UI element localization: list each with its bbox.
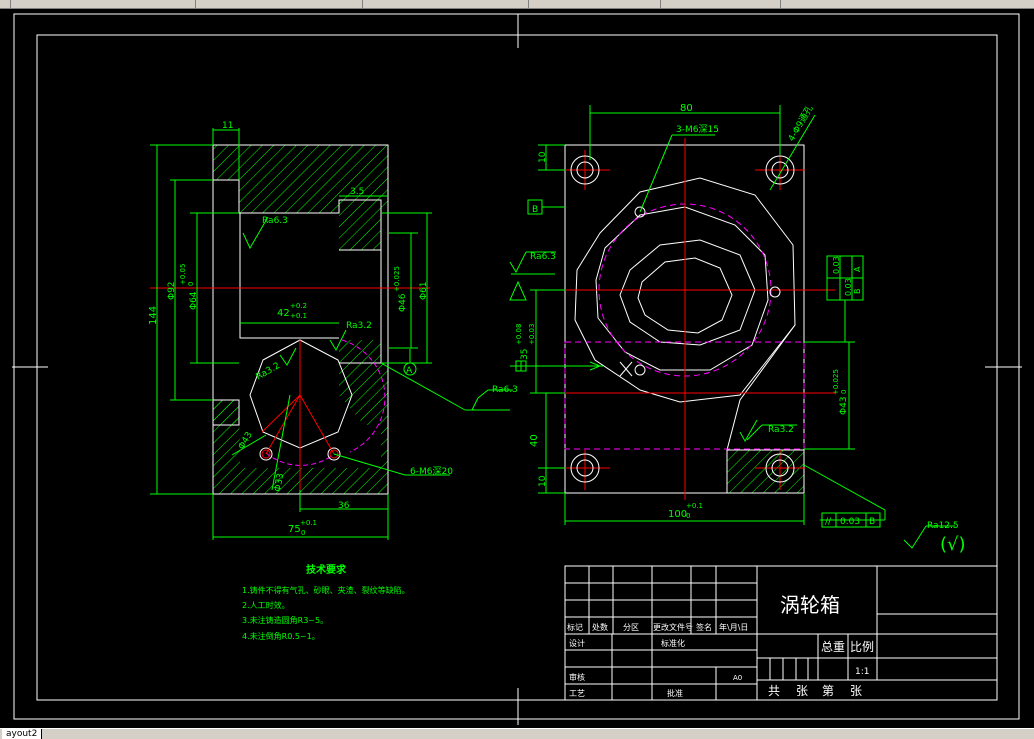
fcf-mid-datum: B	[853, 289, 862, 295]
dim-40: 40	[529, 434, 540, 447]
layout-tab[interactable]: ayout2	[2, 729, 43, 739]
tech-title: 技术要求	[306, 563, 347, 576]
tech-item: 2.人工时效。	[242, 600, 290, 610]
datum-a: A	[406, 366, 413, 376]
dim-3-5: 3.5	[350, 187, 364, 197]
dim-d64: Φ64	[189, 291, 199, 310]
roughness-right-ra32: Ra3.2	[768, 425, 794, 435]
dim-100-up: +0.1	[686, 502, 703, 510]
datum-b: B	[532, 205, 538, 215]
title-row-label: 标记	[567, 622, 583, 632]
total-sheets-label: 共	[768, 684, 780, 698]
dim-10-top: 10	[538, 151, 548, 163]
drawing-canvas[interactable]: 11 3.5 144 Φ92 Φ64 +0.05 0 Φ46 +0.025 Φ6…	[0, 9, 1034, 728]
parallel-symbol: //	[825, 517, 832, 527]
dim-100-dn: 0	[686, 512, 690, 520]
technical-requirements: 技术要求 1.铸件不得有气孔、砂眼、夹渣、裂纹等缺陷。 2.人工时效。 3.未注…	[242, 563, 410, 641]
fcf-mid-value: 0.03	[844, 278, 853, 296]
toolbar-separator	[528, 0, 529, 8]
roughness-right-ra125: Ra12.5	[927, 521, 959, 531]
toolbar-separator	[362, 0, 363, 8]
title-row-label: 分区	[623, 623, 639, 632]
right-front-view	[530, 138, 835, 500]
roughness-ra32-a: Ra3.2	[346, 321, 372, 331]
tech-item: 4.未注倒角R0.5~1。	[242, 631, 320, 641]
dim-42-dn: +0.1	[290, 312, 307, 320]
title-row-label: 更改文件号	[653, 622, 693, 632]
dim-35-up: +0.08	[515, 324, 523, 345]
dim-d43-right: Φ43	[839, 396, 849, 415]
fcf-top-value: 0.03	[832, 256, 841, 274]
title-block-text: 涡轮箱 标记 处数 分区 更改文件号 签名 年\月\日 设计 标准化 审核 工艺…	[567, 593, 874, 698]
sheet-mark: A0	[733, 674, 742, 682]
dim-d46-tol: +0.025	[393, 266, 401, 292]
dim-d43-dn: 0	[840, 390, 848, 394]
dim-d46: Φ46	[398, 293, 408, 312]
toolbar-separator	[660, 0, 661, 8]
dim-36: 36	[338, 501, 350, 511]
toolbar-separator	[10, 0, 11, 8]
dim-42-up: +0.2	[290, 302, 307, 310]
review-label: 审核	[569, 672, 585, 682]
right-dimensions	[509, 105, 955, 549]
dim-11: 11	[222, 121, 233, 131]
sheet-label-2: 张	[850, 684, 862, 698]
sheet-label: 张	[796, 684, 808, 698]
toolbar-separator	[780, 0, 781, 8]
dim-35: 35	[520, 349, 530, 360]
approve-label: 批准	[667, 688, 683, 698]
dim-d64-tol0: 0	[187, 282, 195, 286]
dim-d64-tol: +0.05	[179, 264, 187, 285]
sheet-number-label: 第	[822, 684, 834, 698]
dim-100: 100	[668, 509, 687, 520]
fcf-bottom-value: 0.03	[840, 517, 860, 527]
thread-3-m6: 3-M6深15	[676, 124, 719, 135]
process-label: 工艺	[569, 689, 585, 698]
dim-42: 42	[277, 308, 290, 319]
dim-75-dn: 0	[301, 529, 305, 537]
design-label: 设计	[569, 638, 585, 648]
dim-d43-up: +0.025	[832, 369, 840, 395]
left-dimensions	[150, 128, 513, 540]
dim-10-bottom: 10	[538, 475, 548, 487]
roughness-ra63-a: Ra6.3	[262, 216, 288, 226]
layout-tab-bar: ayout2	[0, 728, 1034, 739]
fcf-top-datum: A	[853, 266, 862, 272]
scale-label: 比例	[850, 640, 874, 654]
thread-callout: 6-M6深20	[410, 466, 453, 477]
title-row-label: 签名	[696, 622, 712, 632]
title-row-label: 处数	[592, 622, 608, 632]
dim-75: 75	[288, 524, 301, 535]
dim-d61: Φ61	[419, 281, 429, 300]
holes-4-d9: 4-Φ9通孔	[786, 104, 815, 144]
dim-35-dn: +0.03	[528, 324, 536, 345]
title-block	[564, 565, 998, 701]
weight-label: 总重	[821, 640, 845, 654]
scale-value: 1:1	[855, 667, 869, 677]
tech-item: 3.未注铸造圆角R3~5。	[242, 615, 328, 625]
dim-80: 80	[680, 103, 693, 114]
toolbar-strip	[0, 0, 1034, 9]
roughness-right-ra63: Ra6.3	[530, 252, 556, 262]
general-roughness: (√)	[940, 534, 966, 555]
sheet-border	[12, 13, 1022, 725]
fcf-bottom-datum: B	[869, 517, 875, 527]
roughness-ra63-b: Ra6.3	[492, 385, 518, 395]
dim-d92: Φ92	[167, 281, 177, 300]
dim-d33: Φ33	[273, 473, 286, 493]
toolbar-separator	[195, 0, 196, 8]
title-row-label: 年\月\日	[719, 622, 748, 632]
part-name: 涡轮箱	[780, 593, 840, 617]
standard-label: 标准化	[661, 638, 685, 648]
tech-item: 1.铸件不得有气孔、砂眼、夹渣、裂纹等缺陷。	[242, 585, 410, 595]
dim-75-up: +0.1	[300, 519, 317, 527]
dim-144: 144	[148, 306, 159, 325]
